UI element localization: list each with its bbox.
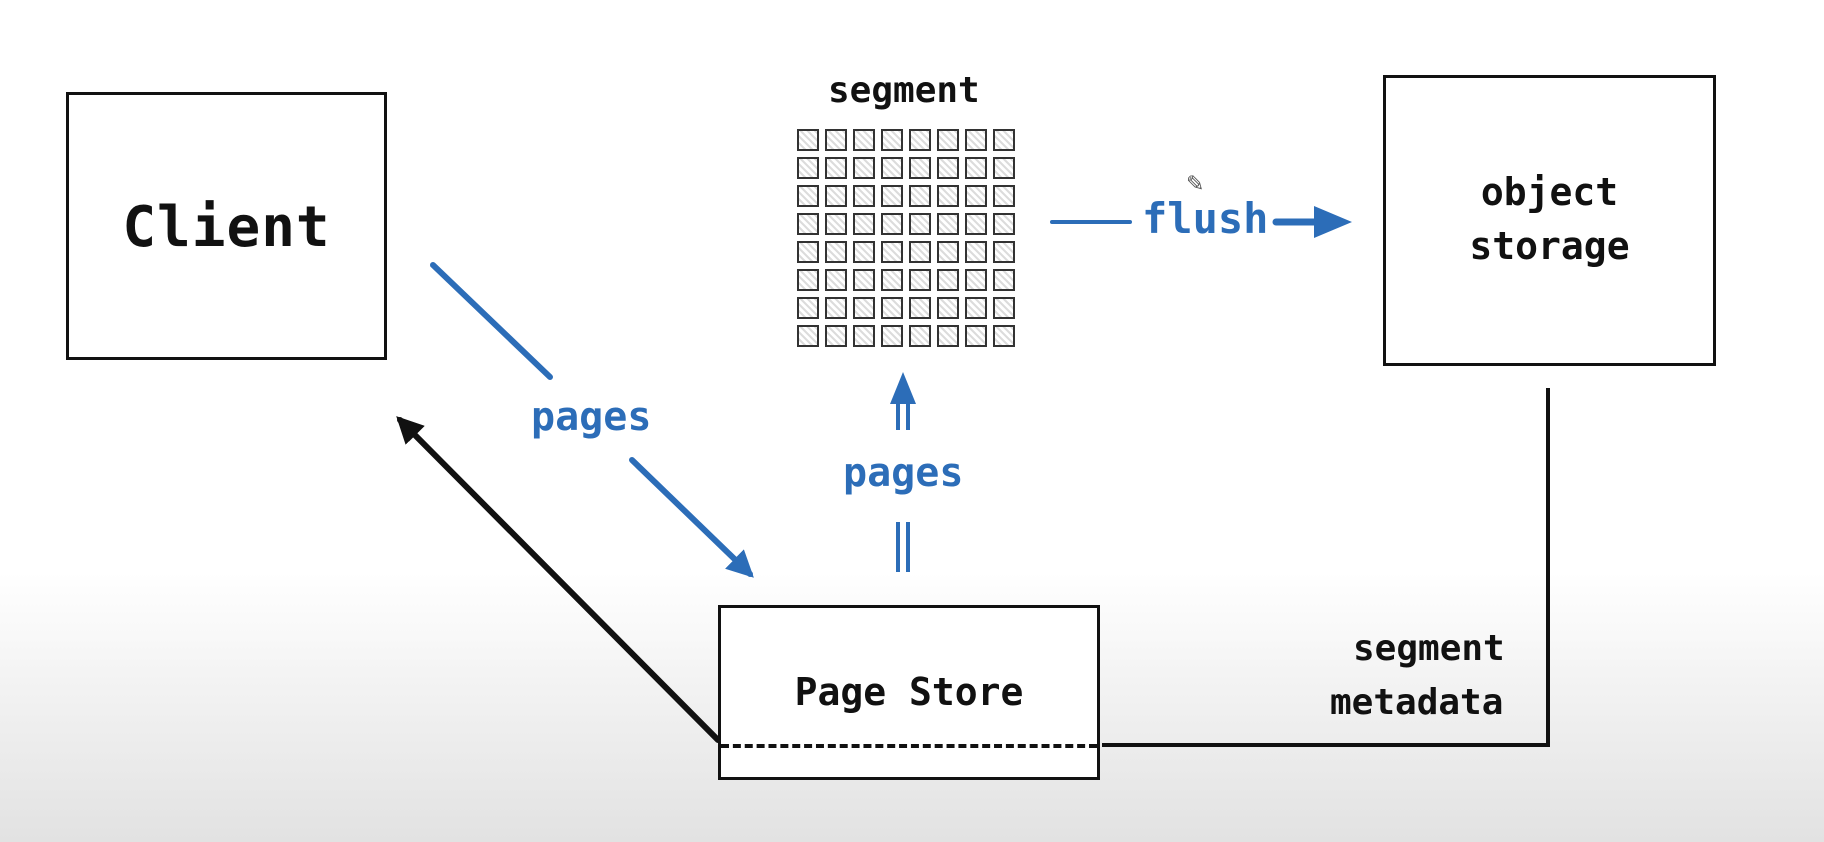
segment-metadata-label-line1: segment (1353, 628, 1505, 669)
segment-cell (797, 213, 819, 235)
segment-cell (825, 297, 847, 319)
segment-cell (909, 157, 931, 179)
segment-cell (993, 241, 1015, 263)
segment-cell (909, 213, 931, 235)
segment-cell (853, 157, 875, 179)
segment-cell (937, 241, 959, 263)
segment-cell (797, 269, 819, 291)
segment-cell (797, 129, 819, 151)
client-to-store-arrow-upper (430, 262, 553, 380)
segment-cell (881, 157, 903, 179)
store-to-client-arrow (396, 416, 721, 743)
segment-cell (797, 297, 819, 319)
segment-cell (965, 157, 987, 179)
segment-cell (909, 241, 931, 263)
flush-label: flush (1142, 194, 1269, 243)
metadata-connector (1102, 388, 1550, 747)
store-to-segment-arrowhead (890, 372, 916, 404)
object-storage-box: object storage (1383, 75, 1716, 366)
segment-cell (993, 185, 1015, 207)
segment-cell (909, 269, 931, 291)
segment-cell (825, 213, 847, 235)
segment-cell (853, 269, 875, 291)
segment-cell (965, 241, 987, 263)
segment-cell (881, 213, 903, 235)
pen-cursor-icon: ✎ (1186, 172, 1205, 197)
segment-cell (937, 213, 959, 235)
segment-cell (881, 325, 903, 347)
segment-cell (853, 297, 875, 319)
page-store-box: Page Store (718, 605, 1100, 780)
segment-cell (993, 157, 1015, 179)
segment-cell (825, 241, 847, 263)
client-to-store-arrow-lower (629, 457, 754, 578)
segment-cell (993, 213, 1015, 235)
segment-cell (993, 297, 1015, 319)
segment-cell (797, 157, 819, 179)
segment-cell (853, 213, 875, 235)
store-to-segment-label: pages (843, 450, 964, 496)
segment-cell (825, 185, 847, 207)
segment-cell (881, 297, 903, 319)
segment-cell (881, 129, 903, 151)
segment-cell (965, 129, 987, 151)
segment-cell (881, 185, 903, 207)
page-store-dashed-divider (721, 744, 1097, 748)
segment-cell (937, 129, 959, 151)
client-to-store-label: pages (531, 394, 652, 440)
page-store-label: Page Store (794, 670, 1024, 714)
object-storage-label-line1: object (1480, 170, 1619, 214)
segment-cell (797, 325, 819, 347)
client-box: Client (66, 92, 387, 360)
segment-cell (909, 297, 931, 319)
client-label: Client (122, 195, 331, 260)
segment-cell (825, 129, 847, 151)
segment-cell (993, 129, 1015, 151)
flush-arrowhead (1314, 206, 1352, 238)
segment-cell (937, 325, 959, 347)
segment-cell (965, 297, 987, 319)
segment-cell (797, 185, 819, 207)
segment-cell (993, 325, 1015, 347)
segment-cell (881, 241, 903, 263)
segment-cell (965, 269, 987, 291)
object-storage-label-line2: storage (1469, 224, 1630, 268)
segment-cell (993, 269, 1015, 291)
segment-cell (881, 269, 903, 291)
segment-cell (937, 185, 959, 207)
segment-cell (853, 325, 875, 347)
segment-cell (825, 157, 847, 179)
segment-label: segment (828, 70, 980, 111)
segment-cell (909, 129, 931, 151)
segment-cell (853, 185, 875, 207)
segment-cell (825, 325, 847, 347)
segment-cell (825, 269, 847, 291)
segment-cell (937, 157, 959, 179)
segment-cell (853, 129, 875, 151)
segment-cell (937, 297, 959, 319)
segment-cell (853, 241, 875, 263)
segment-cell (937, 269, 959, 291)
segment-cell (965, 213, 987, 235)
segment-cell (965, 185, 987, 207)
segment-cell (965, 325, 987, 347)
segment-metadata-label-line2: metadata (1330, 682, 1504, 723)
segment-cell (797, 241, 819, 263)
segment-cell (909, 185, 931, 207)
segment-cell (909, 325, 931, 347)
